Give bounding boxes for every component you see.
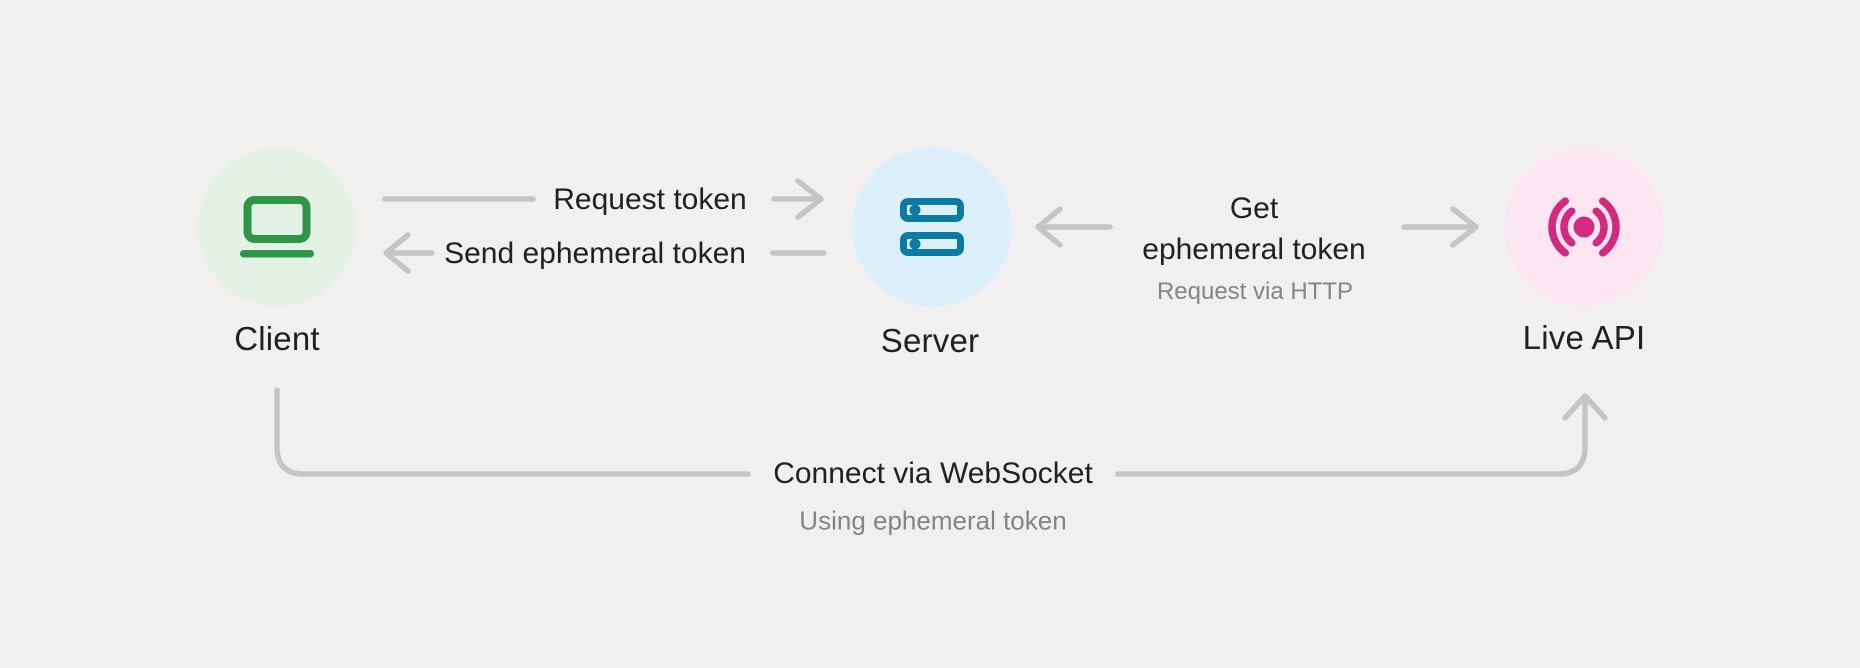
client-label: Client (234, 320, 320, 357)
live-api-node (1505, 148, 1663, 306)
websocket-path-right (1115, 396, 1588, 477)
laptop-icon (240, 196, 314, 258)
request-token-label: Request token (553, 183, 747, 216)
get-token-arrowhead-right (1450, 206, 1479, 248)
get-ephemeral-token-label: Get ephemeral token (1142, 188, 1365, 270)
server-rack-icon (900, 198, 964, 256)
connect-websocket-label: Connect via WebSocket (773, 457, 1093, 490)
send-ephemeral-token-label: Send ephemeral token (444, 237, 746, 270)
websocket-arrowhead-up (1562, 393, 1608, 421)
get-ephemeral-token-label-line2: ephemeral token (1142, 233, 1366, 266)
get-token-arrowhead-left (1035, 206, 1063, 248)
server-node (852, 147, 1012, 307)
send-token-arrowhead-left (383, 232, 411, 274)
live-api-label: Live API (1522, 319, 1646, 356)
live-broadcast-icon (1548, 197, 1620, 257)
request-token-arrowhead-right (795, 178, 824, 220)
get-ephemeral-token-label-line1: Get (1229, 192, 1279, 225)
server-label: Server (880, 322, 980, 359)
client-node (198, 148, 356, 306)
request-via-http-sublabel: Request via HTTP (1156, 278, 1354, 305)
websocket-path-left (274, 387, 751, 477)
using-ephemeral-token-sublabel: Using ephemeral token (799, 505, 1067, 536)
